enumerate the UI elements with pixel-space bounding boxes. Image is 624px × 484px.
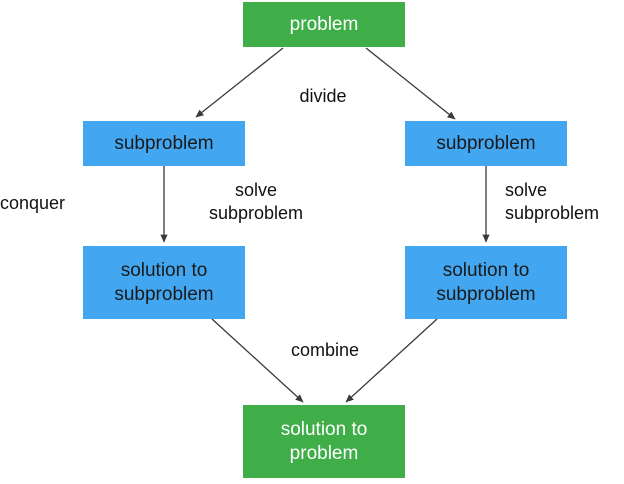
node-problem-label: problem	[289, 13, 359, 35]
node-subproblem-left[interactable]: subproblem	[83, 121, 245, 166]
node-subproblem-right-label: subproblem	[436, 132, 536, 154]
node-solution-to-problem[interactable]: solution to problem	[243, 405, 405, 478]
node-solution-to-problem-label: solution to problem	[280, 418, 368, 464]
node-subproblem-right[interactable]: subproblem	[405, 121, 567, 166]
node-solution-to-subproblem-left[interactable]: solution to subproblem	[83, 246, 245, 319]
node-solution-to-subproblem-left-label: solution to subproblem	[114, 259, 214, 305]
node-subproblem-left-label: subproblem	[114, 132, 214, 154]
edge-label-conquer: conquer	[0, 193, 66, 213]
node-solution-to-subproblem-right-label: solution to subproblem	[436, 259, 536, 305]
edge-label-solve-subproblem-left: solve subproblem	[208, 180, 304, 224]
edge-label-divide: divide	[299, 86, 347, 106]
edge-label-solve-subproblem-right: solve subproblem	[505, 180, 600, 224]
node-solution-to-subproblem-right[interactable]: solution to subproblem	[405, 246, 567, 319]
node-problem[interactable]: problem	[243, 2, 405, 47]
edge-label-combine: combine	[290, 340, 360, 360]
